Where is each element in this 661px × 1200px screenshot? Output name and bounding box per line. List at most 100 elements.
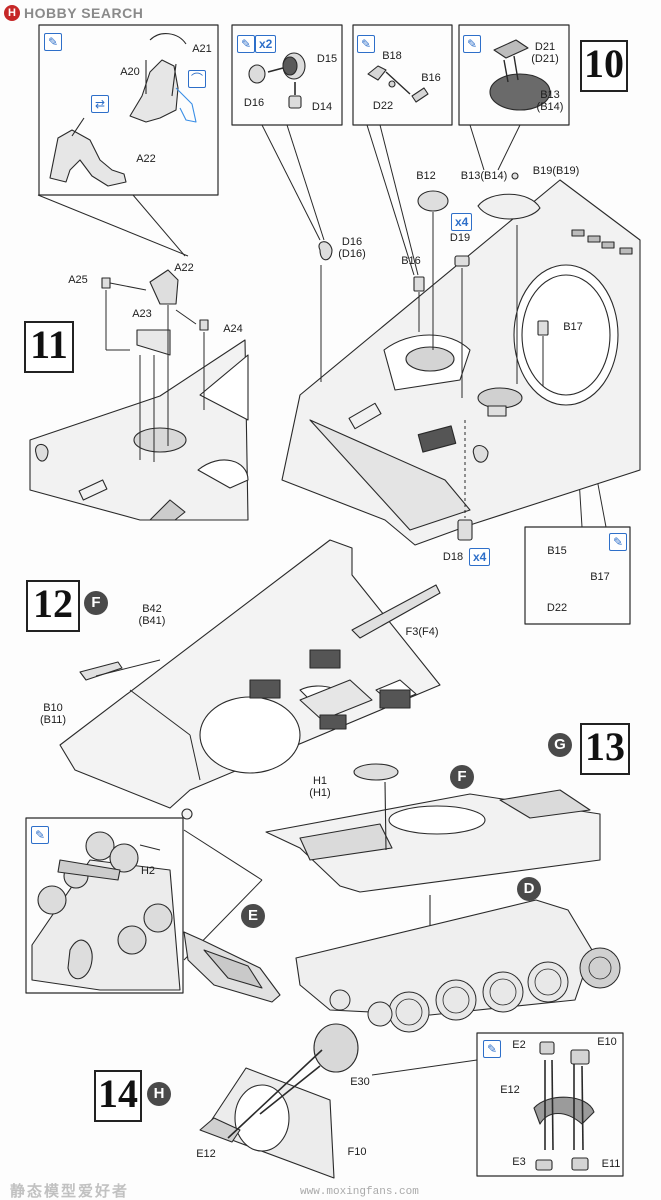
- part-label: B13(B14): [460, 170, 508, 182]
- part-label: (B11): [39, 714, 67, 726]
- step-number-14: 14: [94, 1070, 142, 1122]
- lower-hull-step13: [295, 899, 621, 1033]
- part-label: B12: [416, 170, 436, 182]
- glue-icon: ✎: [463, 35, 481, 53]
- step11-arrows: [105, 282, 205, 462]
- glue-icon: ✎: [483, 1040, 501, 1058]
- inset-b16-b18: [352, 24, 453, 126]
- part-label: (B41): [138, 615, 166, 627]
- part-label: (B14): [536, 101, 564, 113]
- glue-icon: ✎: [31, 826, 49, 844]
- inset-e2-e11: [476, 1032, 624, 1177]
- part-label: B17: [563, 321, 583, 333]
- watermark: 静态模型爱好者: [10, 1182, 130, 1200]
- part-label: B15: [547, 545, 567, 557]
- part-label: E12: [196, 1148, 216, 1160]
- step-number-13: 13: [580, 723, 630, 775]
- part-label: D22: [546, 602, 568, 614]
- inset-boxes: [25, 24, 631, 1177]
- part-label: D19: [449, 232, 471, 244]
- subassembly-badge-e: E: [241, 904, 265, 928]
- inset-a20-a22: [38, 24, 219, 196]
- part-label: D14: [311, 101, 333, 113]
- quantity-badge: x4: [451, 213, 473, 231]
- part-label: A24: [223, 323, 243, 335]
- part-label: A23: [132, 308, 152, 320]
- part-label: (D21): [531, 53, 559, 65]
- part-label: B19(B19): [532, 165, 580, 177]
- hull-deck-step11: [29, 339, 249, 521]
- part-label: B17: [590, 571, 610, 583]
- glue-icon: ✎: [357, 35, 375, 53]
- part-label: E30: [350, 1076, 370, 1088]
- step10-parts: [318, 172, 549, 541]
- step-12-sub-badge: F: [84, 591, 108, 615]
- part-label: F3(F4): [405, 626, 439, 638]
- watermark-url: www.moxingfans.com: [300, 1186, 419, 1198]
- logo-mark-icon: H: [4, 5, 20, 21]
- part-label: E10: [597, 1036, 617, 1048]
- part-label: B13: [540, 89, 560, 101]
- step-13-sub-badge: G: [548, 733, 572, 757]
- bend-part-icon: ⌒: [188, 70, 206, 88]
- step-number-10: 10: [580, 40, 628, 92]
- part-label: A25: [68, 274, 88, 286]
- step-number-12: 12: [26, 580, 80, 632]
- step11-parts: [101, 269, 209, 356]
- part-label: A21: [192, 43, 212, 55]
- inset-b15-b17: [524, 526, 631, 625]
- subassembly-badge-f: F: [450, 765, 474, 789]
- part-label: D22: [372, 100, 394, 112]
- glue-icon: ✎: [609, 533, 627, 551]
- part-label: (H1): [309, 787, 331, 799]
- part-label: A20: [120, 66, 140, 78]
- step10-arrows: [320, 212, 544, 518]
- part-e-hull-side: [183, 931, 281, 1003]
- deck-plate-step12: [59, 539, 441, 820]
- part-label: E12: [500, 1084, 520, 1096]
- part-label: D16: [341, 236, 363, 248]
- part-label: B10: [43, 702, 63, 714]
- part-label: D21: [534, 41, 556, 53]
- hull-deck-step10: [281, 179, 641, 546]
- part-label: D15: [316, 53, 338, 65]
- inset-b13-d21: [458, 24, 570, 126]
- part-label: E2: [512, 1039, 526, 1051]
- subassembly-badge-d: D: [517, 877, 541, 901]
- logo-text: HOBBY SEARCH: [24, 5, 144, 21]
- part-label: B16: [421, 72, 441, 84]
- step12-arrows: [95, 659, 201, 781]
- inset-h2: [25, 817, 184, 994]
- part-label: E3: [512, 1156, 526, 1168]
- glue-icon: ✎: [237, 35, 255, 53]
- hull-top-step13: [265, 763, 601, 948]
- quantity-badge: x4: [469, 548, 491, 566]
- quantity-badge: x2: [255, 35, 277, 53]
- glue-icon: ✎: [44, 33, 62, 51]
- part-label: B18: [382, 50, 402, 62]
- part-label: B42: [142, 603, 162, 615]
- part-a22-sketch: [49, 33, 197, 187]
- part-label: B16: [401, 255, 421, 267]
- part-label: (D16): [338, 248, 366, 260]
- part-d15-wheel: [248, 52, 306, 109]
- rotate-view-icon: ⇄: [91, 95, 109, 113]
- part-label: F10: [347, 1146, 367, 1158]
- part-b13-hatch: [489, 39, 551, 111]
- inset-h2-drawing: [31, 831, 181, 991]
- inset-e-parts: [533, 1041, 595, 1171]
- part-label: H2: [140, 865, 156, 877]
- part-label: E11: [601, 1158, 621, 1170]
- part-label: A22: [174, 262, 194, 274]
- part-label: D16: [243, 97, 265, 109]
- part-label: H1: [312, 775, 328, 787]
- part-label: A22: [136, 153, 156, 165]
- part-b18-bracket: [367, 65, 429, 103]
- step-14-sub-badge: H: [147, 1082, 171, 1106]
- plate-f10: [199, 1023, 359, 1179]
- site-logo[interactable]: H HOBBY SEARCH: [4, 4, 143, 22]
- part-label: D18: [442, 551, 464, 563]
- step-number-11: 11: [24, 321, 74, 373]
